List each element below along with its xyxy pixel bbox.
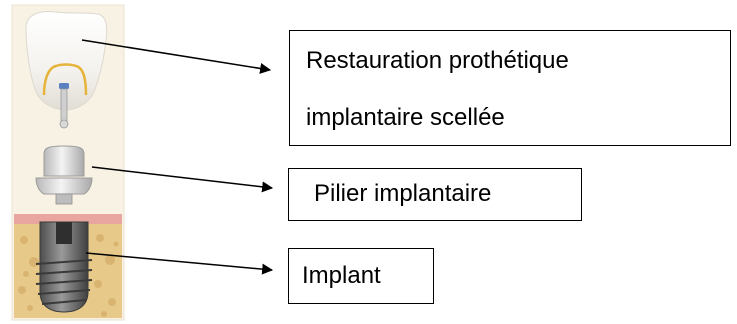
implant-body xyxy=(39,221,89,313)
implant-illustration xyxy=(35,221,93,313)
restoration-label-line1: Restauration prothétique xyxy=(306,47,569,74)
crown-restoration-illustration xyxy=(25,11,108,129)
implant-arrow xyxy=(85,252,274,275)
gum-layer xyxy=(14,214,122,224)
abutment-label-box: Pilier implantaire xyxy=(288,168,582,221)
abutment-collar xyxy=(35,177,93,195)
restoration-label-box: Restauration prothétique implantaire sce… xyxy=(289,30,731,146)
crown-screw-tip xyxy=(59,119,69,129)
abutment-label: Pilier implantaire xyxy=(314,180,492,207)
crown-cement-line xyxy=(42,63,88,96)
restoration-arrow xyxy=(81,39,272,74)
bone-texture xyxy=(18,234,119,317)
implant-label-box: Implant xyxy=(288,248,434,304)
crown-screw-top xyxy=(59,83,69,89)
implant-internal-connection xyxy=(56,222,72,244)
abutment-arrow xyxy=(91,166,274,193)
abutment-post xyxy=(43,145,85,177)
implant-label: Implant xyxy=(302,262,381,289)
abutment-base xyxy=(55,193,73,205)
abutment-illustration xyxy=(35,145,93,205)
implant-threads xyxy=(35,259,93,305)
crown-screw-shaft xyxy=(60,88,68,122)
restoration-label-line2: implantaire scellée xyxy=(306,104,505,131)
